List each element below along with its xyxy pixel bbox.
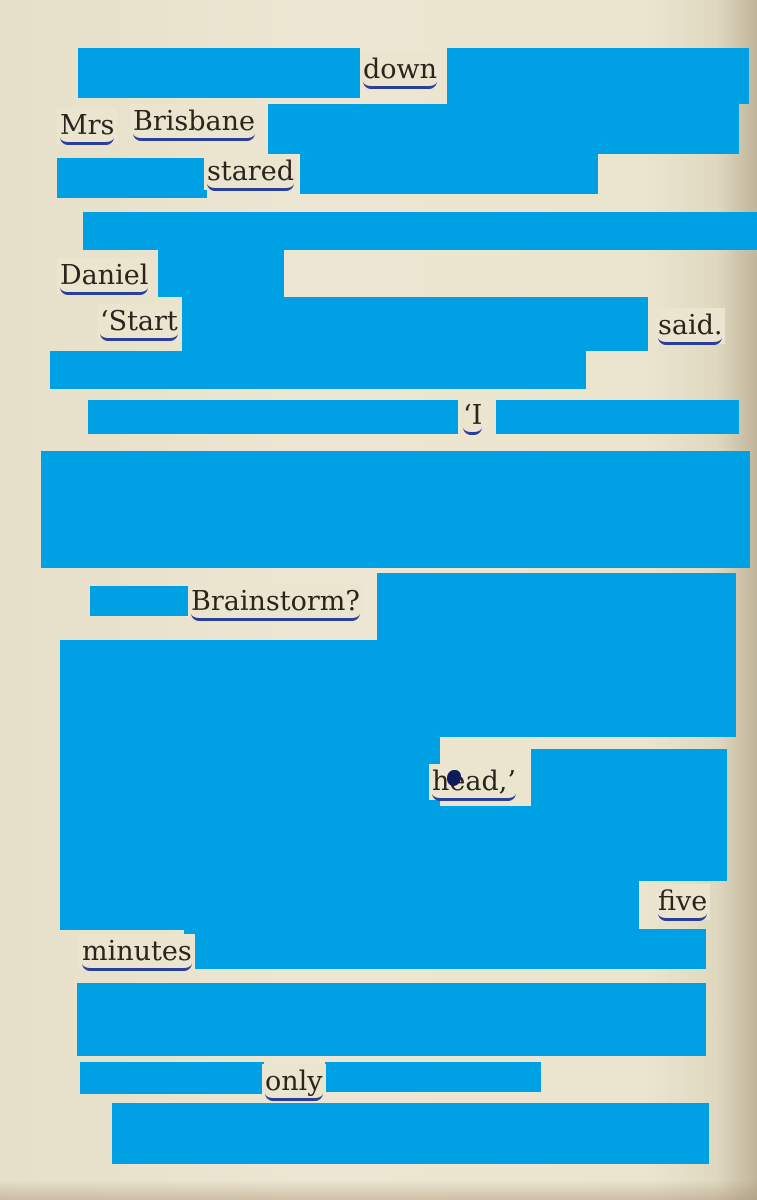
kept-word-down: down — [360, 52, 441, 89]
kept-word-minutes: minutes — [79, 934, 195, 971]
redaction-box — [77, 983, 706, 1056]
redaction-box — [268, 104, 739, 154]
redaction-box — [440, 640, 736, 737]
redaction-box — [300, 154, 598, 194]
kept-word-head: head,’ — [429, 764, 519, 801]
redaction-box — [90, 586, 188, 616]
kept-word-stared: stared — [204, 154, 297, 191]
redaction-box — [182, 297, 648, 351]
kept-word-i: ‘I — [460, 398, 486, 435]
redaction-box — [80, 1062, 264, 1094]
ink-blot — [447, 770, 461, 786]
redaction-box — [496, 400, 739, 434]
kept-word-only: only — [262, 1064, 326, 1101]
redaction-box — [57, 158, 207, 198]
redaction-box — [88, 400, 458, 434]
kept-word-brisbane: Brisbane — [130, 104, 258, 141]
kept-word-daniel: Daniel — [57, 258, 152, 295]
redaction-box — [41, 451, 750, 568]
kept-word-five: five — [655, 884, 711, 921]
kept-word-mrs: Mrs — [57, 108, 118, 145]
redaction-box — [60, 640, 440, 930]
page-bottom-edge — [0, 1180, 757, 1200]
kept-word-said: said. — [655, 308, 726, 345]
redaction-box — [426, 881, 639, 930]
redaction-box — [184, 929, 706, 969]
redaction-box — [325, 1062, 541, 1092]
redaction-box — [78, 48, 360, 98]
redaction-box — [112, 1103, 709, 1164]
redaction-box — [426, 806, 727, 881]
kept-word-start: ‘Start — [97, 304, 181, 341]
redaction-box — [50, 351, 586, 389]
kept-word-brainstorm: Brainstorm? — [188, 584, 363, 621]
redaction-box — [83, 212, 757, 250]
redaction-box — [447, 48, 749, 104]
redaction-box — [158, 250, 284, 297]
